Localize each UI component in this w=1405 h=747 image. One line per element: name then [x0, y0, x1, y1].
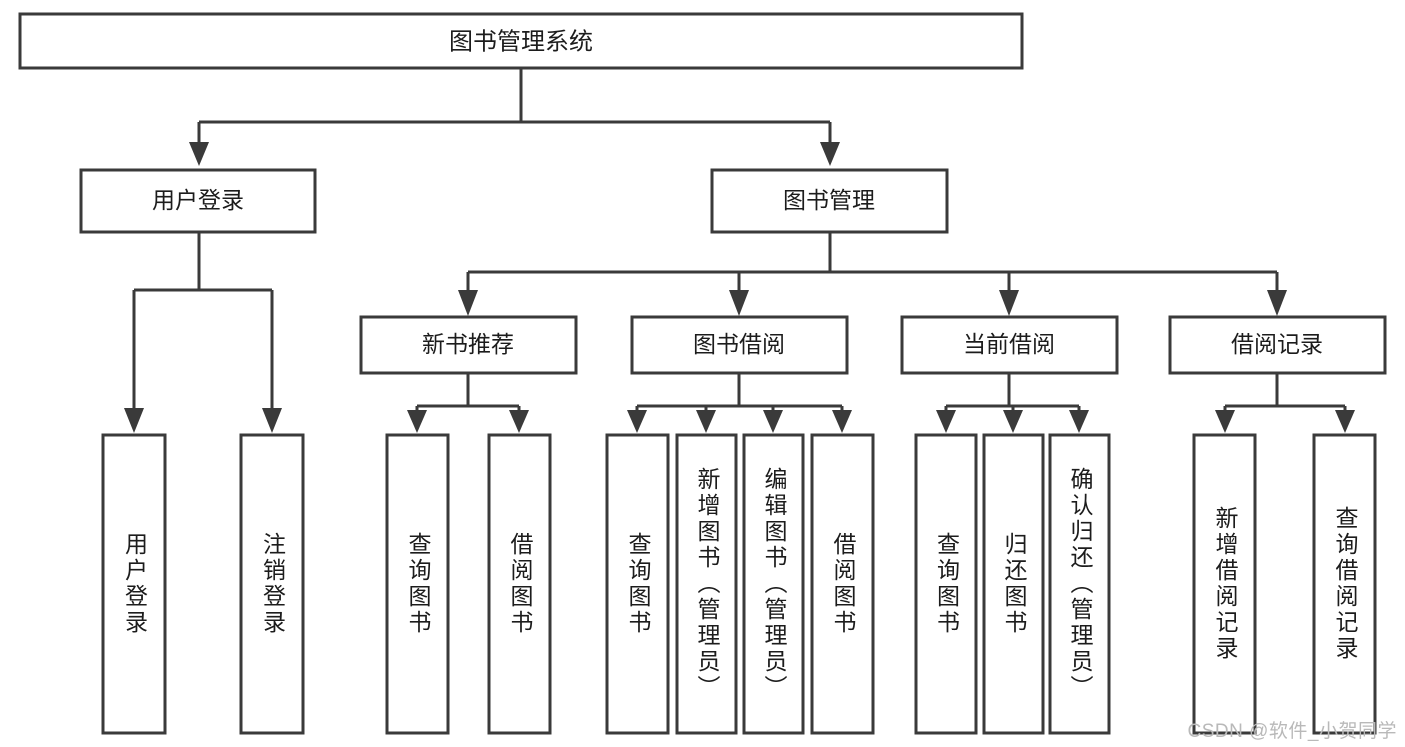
leaf-return-book-box[interactable] [982, 433, 1045, 735]
node-user-login[interactable]: 用户登录 [79, 168, 317, 234]
arrowhead-leaf-borrow-book-1 [509, 410, 529, 433]
leaf-query-book-2-box[interactable] [605, 433, 670, 735]
arrowhead-leaf-query-record [1335, 410, 1355, 433]
arrowhead-leaf-query-book-1 [407, 410, 427, 433]
node-root-box[interactable] [18, 12, 1024, 70]
leaf-query-book-1-box[interactable] [385, 433, 450, 735]
leaf-query-record-box[interactable] [1312, 433, 1377, 735]
leaf-logout-login-box[interactable] [239, 433, 305, 735]
connector-group-current-borrow [936, 373, 1089, 433]
node-borrow-record-label: 借阅记录 [1231, 331, 1323, 357]
node-new-book-recommend-box[interactable] [359, 315, 578, 375]
connector-group-borrow-record [1215, 373, 1355, 433]
node-root-label: 图书管理系统 [449, 28, 593, 55]
connector-group-book-borrow [627, 373, 852, 433]
arrowhead-leaf-return-book [1003, 410, 1023, 433]
leaf-add-record-box[interactable] [1192, 433, 1257, 735]
watermark-label: CSDN @软件_小贺同学 [1187, 721, 1397, 742]
leaf-add-book-box[interactable] [675, 433, 738, 735]
arrowhead-current-borrow [999, 290, 1019, 316]
leaf-query-book-3-box[interactable] [914, 433, 978, 735]
node-book-borrow-label: 图书借阅 [693, 331, 785, 357]
leaf-boxes [101, 433, 1377, 735]
arrowhead-leaf-edit-book [763, 410, 783, 433]
node-current-borrow-box[interactable] [900, 315, 1119, 375]
connector-group-user-login [124, 232, 282, 433]
node-new-book-recommend-label: 新书推荐 [422, 331, 514, 357]
node-book-manage[interactable]: 图书管理 [710, 168, 949, 234]
arrowhead-leaf-user-login [124, 408, 144, 433]
arrowhead-leaf-add-book [696, 410, 716, 433]
leaf-edit-book-box[interactable] [742, 433, 805, 735]
arrowhead-leaf-confirm-return [1069, 410, 1089, 433]
node-new-book-recommend[interactable]: 新书推荐 [359, 315, 578, 375]
node-user-login-label: 用户登录 [152, 187, 244, 213]
leaf-borrow-book-2-box[interactable] [810, 433, 875, 735]
arrowhead-leaf-query-book-3 [936, 410, 956, 433]
node-current-borrow[interactable]: 当前借阅 [900, 315, 1119, 375]
connector-group-book-manage [458, 232, 1287, 316]
node-borrow-record[interactable]: 借阅记录 [1168, 315, 1387, 375]
node-book-manage-box[interactable] [710, 168, 949, 234]
node-borrow-record-box[interactable] [1168, 315, 1387, 375]
leaf-borrow-book-1-box[interactable] [487, 433, 552, 735]
node-root[interactable]: 图书管理系统 [18, 12, 1024, 70]
connector-group-new-book-recommend [407, 373, 529, 433]
arrowhead-leaf-add-record [1215, 410, 1235, 433]
arrowhead-book-borrow [729, 290, 749, 316]
leaf-confirm-return-box[interactable] [1048, 433, 1111, 735]
node-book-borrow[interactable]: 图书借阅 [630, 315, 849, 375]
arrowhead-leaf-logout-login [262, 408, 282, 433]
leaf-user-login-box[interactable] [101, 433, 167, 735]
arrowhead-book-manage [820, 142, 840, 166]
arrowhead-leaf-query-book-2 [627, 410, 647, 433]
node-current-borrow-label: 当前借阅 [963, 331, 1055, 357]
node-user-login-box[interactable] [79, 168, 317, 234]
connector-group-root [189, 68, 840, 166]
arrowhead-new-book-recommend [458, 290, 478, 316]
node-book-borrow-box[interactable] [630, 315, 849, 375]
node-book-manage-label: 图书管理 [783, 187, 875, 213]
arrowhead-leaf-borrow-book-2 [832, 410, 852, 433]
arrowhead-user-login [189, 142, 209, 166]
arrowhead-borrow-record [1267, 290, 1287, 316]
